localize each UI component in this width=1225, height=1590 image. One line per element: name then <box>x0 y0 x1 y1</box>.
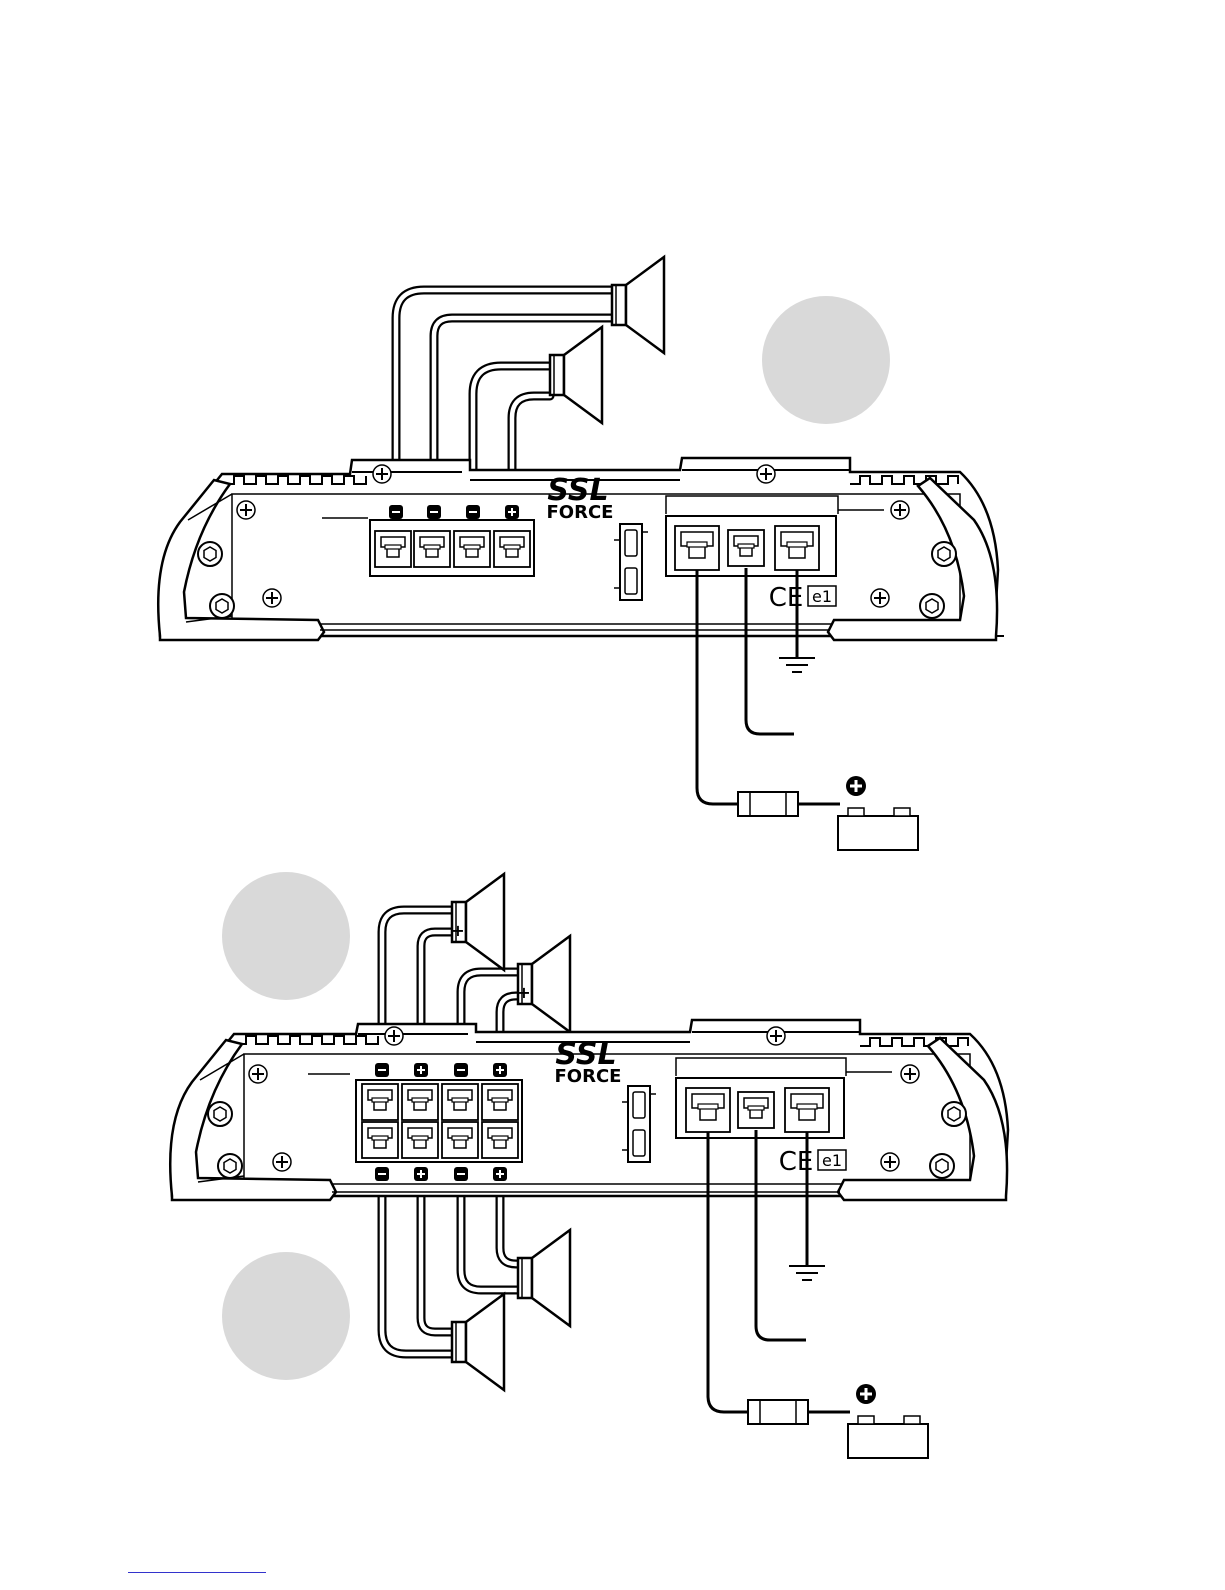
top-battery-plus-icon <box>846 776 866 796</box>
bottom-terminal-plus-icon <box>414 1167 428 1181</box>
bottom-ground-icon <box>789 1248 825 1280</box>
footer-link-underline[interactable] <box>128 1572 266 1573</box>
bottom-fuse-holder-icon <box>622 1086 656 1162</box>
bottom-inline-fuse-icon <box>748 1400 808 1424</box>
bottom-speaker-4-icon <box>452 1294 504 1390</box>
bottom-terminal-plus-icon <box>493 1063 507 1077</box>
svg-text:e1: e1 <box>822 1151 842 1170</box>
top-speaker-1-icon <box>612 257 664 353</box>
bottom-speaker-1-plus-label: + <box>451 921 464 940</box>
bottom-battery-plus-icon <box>856 1384 876 1404</box>
top-inline-fuse-icon <box>738 792 798 816</box>
top-ground-icon <box>779 640 815 672</box>
top-figure-disc <box>762 296 890 424</box>
top-terminal-plus-icon <box>505 505 519 519</box>
bottom-speaker-3-icon <box>518 1230 570 1326</box>
top-terminal-minus-icon <box>466 505 480 519</box>
svg-text:e1: e1 <box>812 587 832 606</box>
top-speaker-2-icon <box>550 327 602 423</box>
bottom-e1-mark: e1 <box>818 1150 846 1170</box>
bottom-terminal-plus-icon <box>414 1063 428 1077</box>
bottom-speaker-2-plus-label: + <box>517 983 530 1002</box>
svg-text:FORCE: FORCE <box>555 1066 622 1087</box>
top-terminal-minus-icon <box>389 505 403 519</box>
bottom-terminal-minus-icon <box>375 1167 389 1181</box>
bottom-figure-disc-top <box>222 872 350 1000</box>
bottom-terminal-minus-icon <box>375 1063 389 1077</box>
bottom-terminal-plus-icon <box>493 1167 507 1181</box>
top-battery-icon <box>838 808 918 850</box>
top-brand-logo: SSL FORCE <box>547 473 614 523</box>
bottom-terminal-minus-icon <box>454 1063 468 1077</box>
bottom-figure-disc-bottom <box>222 1252 350 1380</box>
top-fuse-holder-icon <box>614 524 648 600</box>
svg-text:FORCE: FORCE <box>547 502 614 523</box>
top-terminal-minus-icon <box>427 505 441 519</box>
top-diagram: SSL FORCE <box>158 257 1004 850</box>
bottom-diagram: + + <box>170 872 1008 1458</box>
top-e1-mark: e1 <box>808 586 836 606</box>
bottom-battery-icon <box>848 1416 928 1458</box>
bottom-brand-logo: SSL FORCE <box>555 1037 622 1087</box>
bottom-terminal-minus-icon <box>454 1167 468 1181</box>
